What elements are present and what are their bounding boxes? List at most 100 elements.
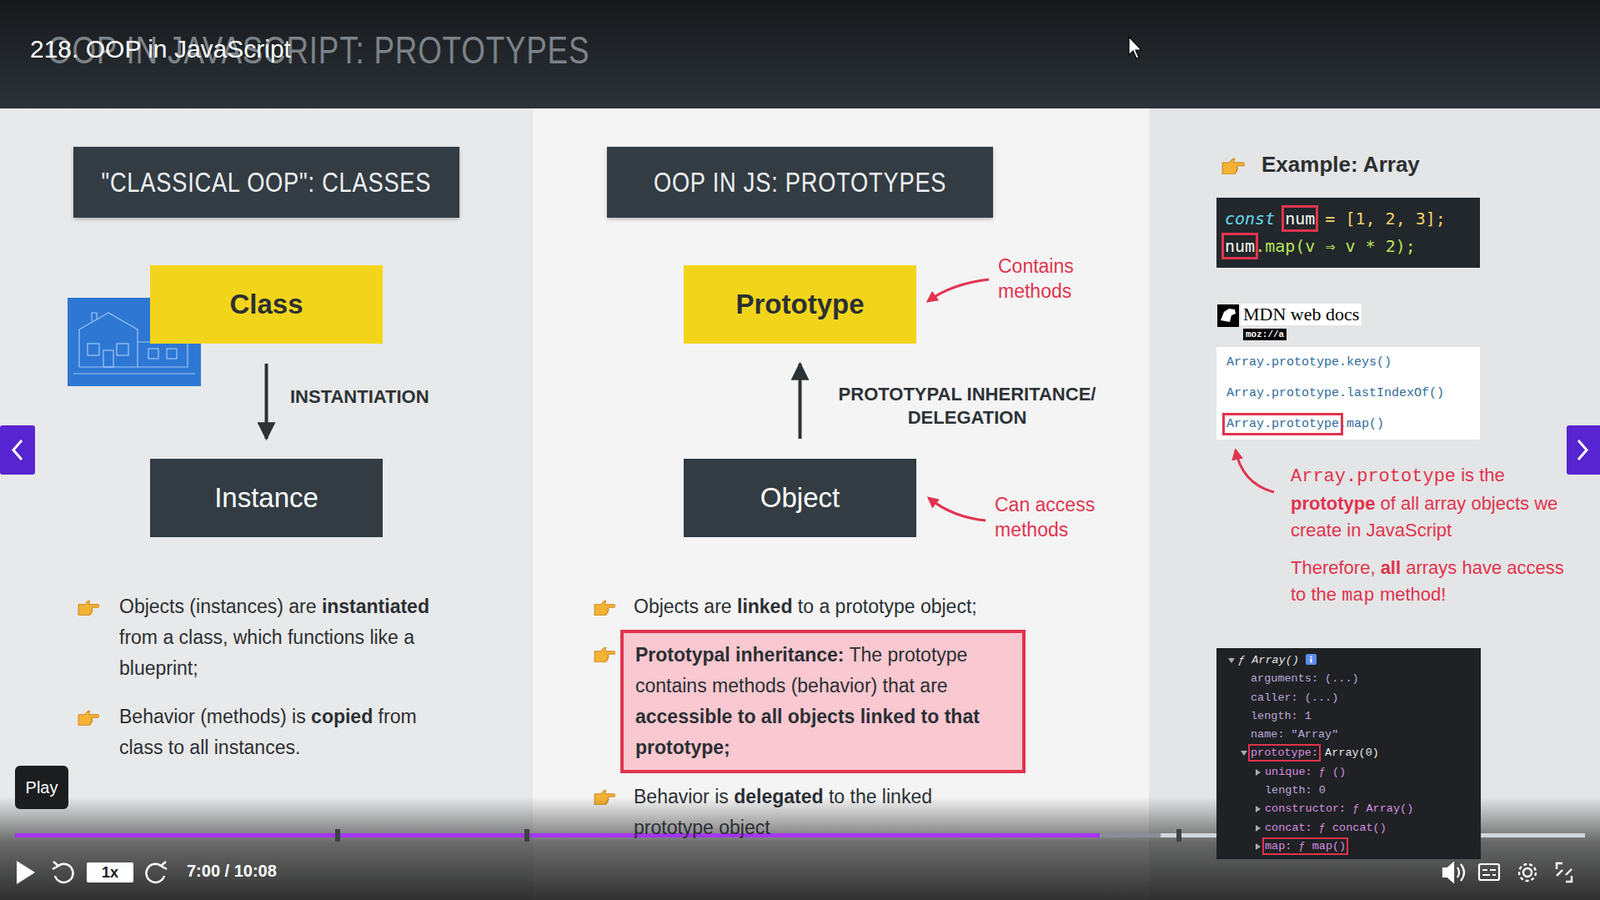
text-line: length: 1 [1216, 707, 1478, 726]
text-line: length: 0 [1216, 781, 1478, 800]
logo-text: MDN web docs [1243, 303, 1360, 325]
example-heading: Example: Array [1261, 151, 1420, 177]
nav-arrow-right [1566, 425, 1600, 475]
text-line: 1x [101, 863, 119, 882]
bullet-text-group: Behavior is delegated to the linked prot… [633, 781, 1009, 843]
text-line: arguments: (...) [1216, 669, 1478, 688]
bullet-text: linked [737, 595, 793, 617]
node-text: accessible to all objects linked to that… [635, 705, 980, 758]
bullet-text: instantiated [321, 595, 430, 617]
text-line: caller: (...) [1216, 688, 1478, 708]
text-line: prototype:Array(0) [1216, 743, 1478, 763]
prototype-box: Prototype [683, 265, 917, 344]
text-line: Prototype [735, 288, 864, 321]
node-text: .map(v ⇒ v * 2); [1254, 235, 1416, 256]
highlight-box: Prototypal inheritance: The prototype co… [620, 629, 1026, 773]
annotation: all [1380, 556, 1401, 578]
bullet-text: from a class, which functions like a blu… [119, 626, 415, 679]
annotation: is the [1460, 464, 1505, 486]
node-text: 1x [101, 863, 119, 881]
node-text: = [1, 2, 3]; [1324, 208, 1446, 229]
instance-box: Instance [150, 458, 383, 537]
fullscreen-icon [1556, 862, 1572, 882]
bullet-text: Objects are [633, 595, 733, 617]
console-tree: ƒ Array() arguments: (...) caller: (...) le… [1216, 647, 1481, 859]
annotation: prototype [1290, 492, 1375, 514]
text-line: Class [229, 288, 303, 321]
nav-arrow-left [0, 425, 36, 475]
info-icon [1305, 653, 1317, 665]
node-text: "CLASSICAL OOP": CLASSES [101, 165, 432, 199]
logo-text-group: moz://a [1243, 328, 1287, 341]
example-heading-group: Example: Array [1261, 151, 1420, 178]
code-block: constnum= [1, 2, 3];num.map(v ⇒ v * 2); [1216, 197, 1480, 268]
bullet-text: Behavior is [633, 785, 729, 808]
object-box: Object [683, 458, 917, 537]
settings-icon [1519, 863, 1536, 881]
annotation: method! [1379, 583, 1447, 605]
console-line: unique: ƒ () [1264, 765, 1346, 778]
text-line: Prototypal inheritance: The prototype co… [635, 639, 1011, 763]
text-line: OOP IN JS: PROTOTYPES [616, 165, 984, 199]
node-text: Class [229, 288, 303, 320]
captions-icon [1479, 863, 1500, 880]
console-line: caller: (...) [1250, 691, 1339, 704]
console-line: ƒ Array() [1238, 653, 1300, 667]
node-text: Array.prototype.keys() [1226, 355, 1392, 370]
bullet-text: delegated [733, 785, 823, 808]
tooltip: Play [15, 765, 69, 809]
forward-icon [145, 861, 167, 883]
mouse-cursor [1128, 36, 1142, 59]
bullet-text-group: Objects are linked to a prototype object… [633, 591, 1101, 622]
bullet-text: to a prototype object; [797, 595, 978, 617]
bullet-text: Objects (instances) are [119, 595, 316, 617]
text-line: Array.prototype.map() [1226, 408, 1472, 440]
text-line: "CLASSICAL OOP": CLASSES [60, 165, 473, 199]
class-box: Class [150, 265, 383, 344]
console-line: name: "Array" [1250, 727, 1339, 741]
heading-box: "CLASSICAL OOP": CLASSES [73, 146, 460, 218]
text-line: Play [25, 777, 59, 798]
time-readout: 7:00 / 10:08 [186, 861, 277, 880]
text-line: unique: ƒ () [1216, 762, 1478, 782]
node-text: num [1224, 235, 1255, 256]
edge-label: PROTOTYPAL INHERITANCE/ DELEGATION [808, 382, 1126, 430]
text-line: ƒ Array() [1216, 651, 1478, 670]
console-line: arguments: (...) [1250, 672, 1360, 685]
doc-list: Array.prototype.keys() Array.prototype.la… [1216, 346, 1480, 440]
node-text: Prototype [735, 288, 864, 320]
bullet-text: copied [310, 705, 373, 728]
bullet-text-group: Behavior (methods) is copied from class … [119, 701, 453, 763]
console-line: length: 1 [1250, 709, 1312, 723]
text-line: name: "Array" [1216, 725, 1478, 744]
progress-buffer [1099, 832, 1161, 838]
annotation: map [1341, 585, 1375, 607]
text-line: Array.prototype.lastIndexOf() [1226, 377, 1472, 409]
play-icon [16, 860, 36, 884]
progress-played [15, 832, 1100, 838]
annotation: Therefore, [1290, 556, 1376, 578]
node-text: const [1224, 208, 1275, 229]
speed-button: 1x [86, 862, 134, 883]
annotation: Array.prototype [1290, 466, 1456, 487]
bullet-icons [78, 158, 1245, 804]
arrow-connector [798, 363, 803, 439]
annotation-group: Array.prototype is the prototype of all … [1290, 461, 1566, 544]
time-readout-group: 7:00 / 10:08 [186, 861, 277, 881]
annotation: Can access methods [994, 493, 1095, 541]
text-line: Instance [214, 481, 319, 514]
logo-text-group: MDN web docs [1240, 303, 1362, 326]
annotation-group: Therefore, all arrays have access to the… [1290, 554, 1566, 610]
node-text: .map() [1339, 416, 1385, 432]
annotation-group: Contains methods [998, 253, 1086, 304]
console-line: length: 0 [1264, 783, 1326, 797]
edge-label: INSTANTIATION [290, 385, 430, 409]
rewind-icon [52, 861, 74, 883]
logo-text: moz://a [1245, 329, 1285, 340]
text-line: Object [760, 481, 840, 514]
mdn-logo [1217, 304, 1239, 327]
node-text: Array.prototype [1226, 416, 1340, 432]
node-text: num [1284, 208, 1315, 229]
console-line: constructor: ƒ Array() [1264, 802, 1414, 815]
node-text: Object [760, 481, 840, 513]
